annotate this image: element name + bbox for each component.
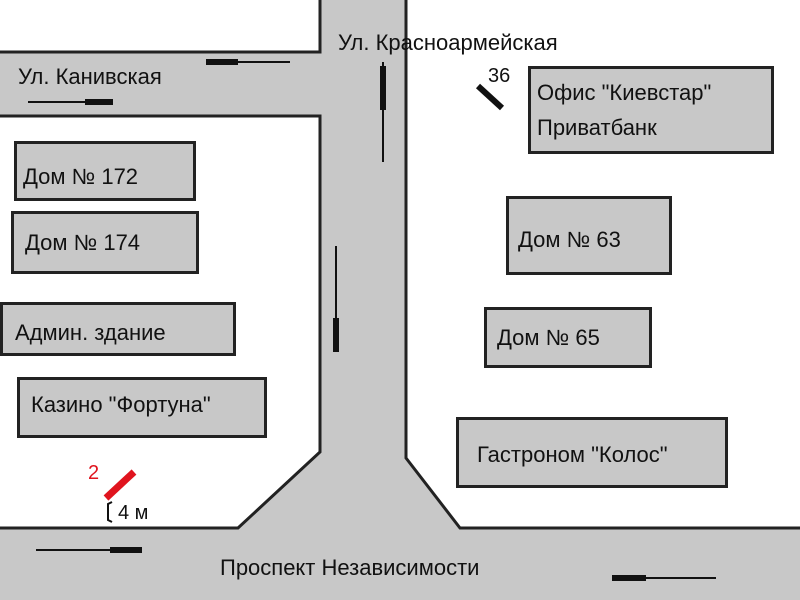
street-label-nezavisimosti: Проспект Независимости [220,555,480,580]
building-label: Дом № 174 [25,230,141,255]
building-casino: Казино "Фортуна" [17,377,267,438]
marker-label-2: 2 [88,462,100,484]
road-edge-left [0,114,322,530]
building-label: Дом № 172 [23,164,139,189]
building-label: Дом № 63 [518,227,621,252]
building-label: Казино "Фортуна" [31,392,211,417]
location-marker-icon [103,469,137,501]
building-admin: Админ. здание [0,302,236,356]
building-label: Гастроном "Колос" [477,442,668,467]
building-label: Офис "Киевстар" [537,80,712,105]
traffic-arrow-icon [333,246,339,352]
traffic-arrow-icon [28,99,113,105]
distance-bracket [107,501,113,523]
traffic-arrow-icon [612,575,716,581]
marker-label-36: 36 [488,65,511,87]
building-label: Админ. здание [15,320,166,345]
distance-label: 4 м [118,502,149,524]
traffic-arrow-icon [206,59,290,65]
road-edge-right [404,0,800,530]
building-label: Дом № 65 [497,325,600,350]
traffic-arrow-icon [380,62,386,162]
street-label-krasnoarmeyskaya: Ул. Красноармейская [338,30,558,55]
street-label-kanivska: Ул. Канивская [18,64,162,89]
road-edge-top [0,0,322,54]
building-gastronom: Гастроном "Колос" [456,417,728,488]
location-marker-icon [475,83,505,111]
building-house-174: Дом № 174 [11,211,199,274]
building-house-63: Дом № 63 [506,196,672,275]
building-label-secondary: Приватбанк [537,115,657,140]
building-kyivstar-office: Офис "Киевстар" Приватбанк [528,66,774,154]
building-house-172: Дом № 172 [14,141,196,201]
building-house-65: Дом № 65 [484,307,652,368]
traffic-arrow-icon [36,547,142,553]
